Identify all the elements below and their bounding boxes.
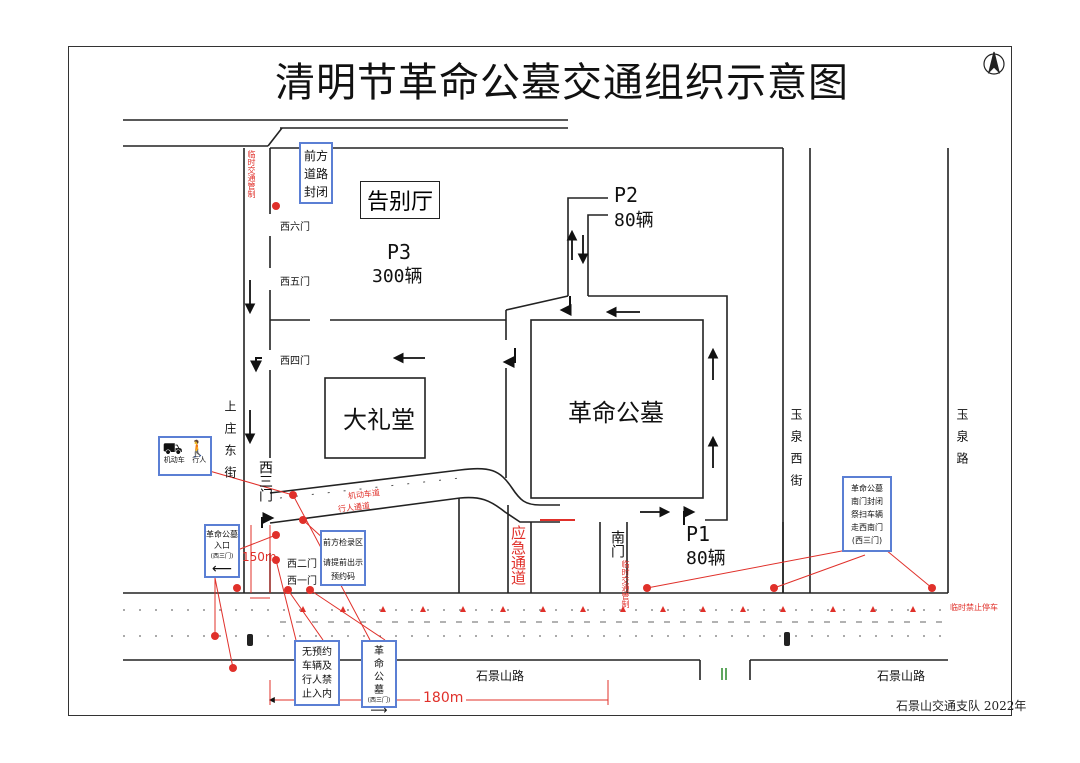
entrance-line1: 革命公墓: [206, 530, 238, 539]
note-temp-control-south: 临时交通管制: [621, 560, 630, 608]
gate-west1: 西一门: [287, 576, 317, 587]
credit-text: 石景山交通支队 2022年: [896, 699, 1027, 713]
gate-west5: 西五门: [280, 277, 310, 288]
page-title: 清明节革命公墓交通组织示意图: [275, 60, 849, 106]
entrance-line3: (西三门): [210, 553, 234, 560]
road-line-diag: [267, 127, 283, 147]
callout-south-gate-closed: 革命公墓 南门封闭 祭扫车辆 走西南门 (西三门): [842, 476, 892, 552]
gate-west6: 西六门: [280, 222, 310, 233]
note-temp-control-top: 临时交通管制: [247, 150, 256, 198]
parking-p3-capacity: 300辆: [372, 266, 423, 287]
road-yuquan-west: 玉泉西街: [789, 408, 803, 496]
road-shijingshan-1: 石景山路: [476, 669, 525, 683]
checkpoint-line2: 请提前出示: [323, 558, 363, 567]
arrow-left-icon: ⟵: [211, 561, 233, 577]
auditorium-label: 大礼堂: [343, 406, 415, 434]
road-shangzhuang-east: 上庄东街: [223, 400, 237, 488]
gate-west4: 西四门: [280, 356, 310, 367]
distance-150: 150m: [242, 550, 277, 564]
south-gate-line5: (西三门): [851, 536, 883, 545]
checkpoint-line1: 前方检录区: [323, 538, 363, 547]
cemetery-label: 革命公墓: [568, 399, 664, 427]
distance-180: 180m: [420, 690, 467, 706]
pedestrian-icon: 🚶: [187, 439, 208, 458]
cemetery-sign-text: 革命公墓: [374, 646, 384, 696]
emergency-lane-label: 应急通道: [509, 525, 527, 585]
callout-road-closed-text: 前方道路封闭: [304, 149, 329, 199]
callout-checkpoint: 前方检录区 请提前出示 预约码: [320, 530, 366, 586]
south-gate-line1: 革命公墓: [851, 484, 883, 493]
pedestrian-icon-label: 行人: [192, 456, 207, 464]
callout-vehicle-pedestrian-icons: ⛟ 🚶 机动车 行人: [158, 436, 212, 476]
note-temp-no-parking: 临时禁止停车: [950, 603, 998, 612]
parking-p1-capacity: 80辆: [686, 548, 726, 569]
arrow-right-icon: ⟶: [370, 703, 388, 717]
gate-west3: 西三门: [257, 460, 273, 502]
south-gate-line3: 祭扫车辆: [851, 510, 883, 519]
parking-p1-name: P1: [686, 522, 711, 546]
callout-cemetery-sign: 革命公墓 (西三门) ⟶: [361, 640, 397, 716]
south-gate-line2: 南门封闭: [851, 497, 883, 506]
parking-p3-name: P3: [387, 240, 412, 264]
callout-road-closed: 前方道路封闭: [299, 142, 333, 204]
callout-cemetery-entrance: 革命公墓 入口 (西三门) ⟵: [204, 524, 240, 578]
road-shijingshan-2: 石景山路: [877, 669, 926, 683]
checkpoint-line3: 预约码: [331, 572, 355, 581]
car-icon: ⛟: [162, 439, 183, 458]
callout-no-entry: 无预约车辆及行人禁止入内: [294, 640, 340, 706]
farewell-hall-label: 告别厅: [367, 190, 434, 215]
south-gate-line4: 走西南门: [851, 523, 883, 532]
map-frame: [68, 46, 1012, 716]
parking-p2-capacity: 80辆: [614, 210, 654, 231]
farewell-hall: 告别厅: [360, 181, 441, 219]
vehicle-icon-label: 机动车: [163, 456, 185, 464]
gate-south: 南门: [609, 530, 625, 558]
gate-west2: 西二门: [287, 559, 317, 570]
road-yuquan: 玉泉路: [955, 408, 969, 474]
entrance-line2: 入口: [214, 541, 230, 550]
no-entry-text: 无预约车辆及行人禁止入内: [302, 647, 332, 700]
parking-p2-name: P2: [614, 183, 639, 207]
cemetery-sign-sub: (西三门): [367, 697, 391, 704]
